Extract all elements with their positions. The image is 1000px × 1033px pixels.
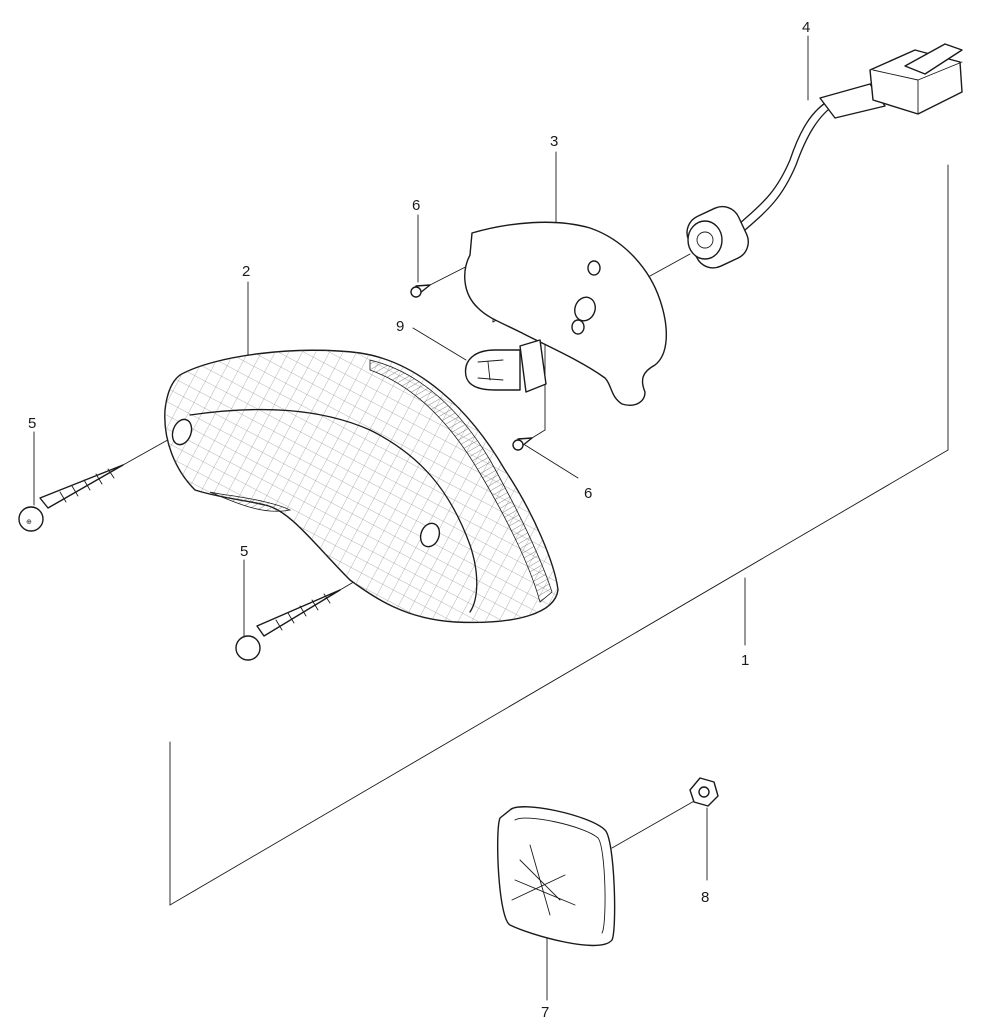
small-screw-lower (512, 437, 533, 451)
lamp-bulb (464, 339, 547, 393)
bulb-socket-harness (686, 43, 963, 269)
callout-4: 4 (802, 19, 810, 36)
flange-nut (689, 777, 719, 807)
callout-6-lower: 6 (584, 485, 592, 502)
small-screw-upper (410, 284, 431, 298)
callout-labels: 1 2 3 4 5 5 6 6 7 8 9 (28, 19, 810, 1021)
callout-2: 2 (242, 263, 250, 280)
callout-3: 3 (550, 133, 558, 150)
callout-1: 1 (741, 652, 749, 669)
lamp-reflector-plate (464, 221, 668, 406)
callout-9: 9 (396, 318, 404, 335)
assembly-bracket (169, 164, 949, 906)
tail-lamp-lens (164, 349, 559, 624)
callout-7: 7 (541, 1004, 549, 1021)
callout-6-upper: 6 (412, 197, 420, 214)
callout-8: 8 (701, 889, 709, 906)
screw-lower (235, 589, 341, 661)
svg-text:⊕: ⊕ (26, 519, 32, 526)
rear-reflector (497, 806, 616, 947)
screw-upper: ⊕ (18, 464, 124, 532)
callout-5-lower: 5 (240, 543, 248, 560)
callout-5-upper: 5 (28, 415, 36, 432)
